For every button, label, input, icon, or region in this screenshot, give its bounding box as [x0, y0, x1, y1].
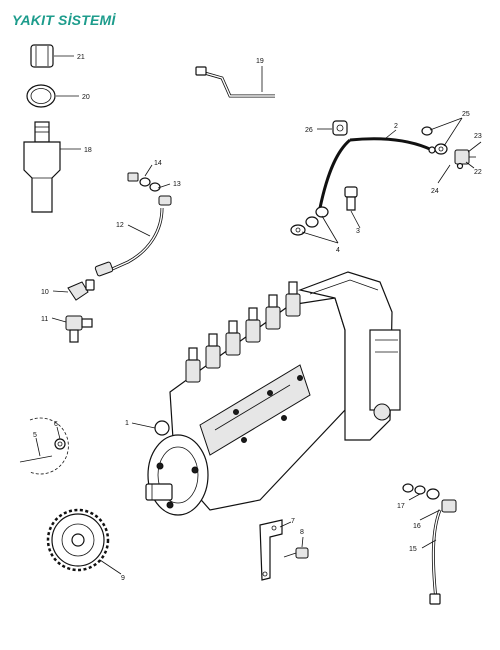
callout-21: 21: [77, 54, 85, 61]
leader-2: [385, 129, 397, 139]
leader-25b: [443, 117, 463, 147]
callout-23: 23: [474, 133, 482, 140]
leader-3: [350, 210, 361, 229]
callout-16: 16: [413, 523, 421, 530]
part-8-bolt: [283, 547, 309, 559]
part-12-13-14-hose: [94, 172, 172, 277]
leader-22: [465, 161, 475, 169]
callout-9: 9: [121, 575, 125, 582]
callout-6: 6: [54, 421, 58, 428]
part-15-16-17-pipe: [402, 483, 457, 605]
callout-7: 7: [291, 518, 295, 525]
part-20-ring: [26, 84, 56, 108]
callout-1: 1: [125, 420, 129, 427]
leader-23: [467, 141, 482, 153]
callout-17: 17: [397, 503, 405, 510]
leader-5: [35, 437, 41, 457]
leader-10: [52, 290, 69, 293]
callout-22: 22: [474, 169, 482, 176]
callout-25: 25: [462, 111, 470, 118]
leader-12: [127, 224, 151, 237]
part-22-23-fitting: [454, 149, 476, 170]
part-26-clamp: [332, 120, 348, 136]
leader-4a: [301, 231, 339, 244]
callout-14: 14: [154, 160, 162, 167]
part-18-injector: [23, 121, 61, 213]
part-3-banjo-bolt: [344, 186, 358, 211]
part-21-sleeve: [30, 44, 54, 68]
leader-11: [51, 317, 67, 323]
callout-15: 15: [409, 546, 417, 553]
part-5-6-detail: [19, 417, 69, 475]
callout-8: 8: [300, 529, 304, 536]
leader-8: [301, 536, 304, 548]
leader-13: [157, 183, 171, 189]
page-title: YAKIT SİSTEMİ: [12, 12, 116, 28]
leader-15: [421, 539, 437, 549]
callout-10: 10: [41, 289, 49, 296]
callout-20: 20: [82, 94, 90, 101]
leader-25a: [429, 117, 463, 131]
callout-26: 26: [305, 127, 313, 134]
part-25-washers: [421, 126, 448, 155]
callout-2: 2: [394, 123, 398, 130]
leader-14: [144, 164, 153, 177]
leader-4b: [321, 215, 339, 244]
leader-16: [419, 509, 441, 521]
callout-12: 12: [116, 222, 124, 229]
part-11-tee: [65, 315, 93, 343]
leader-24: [437, 164, 451, 184]
part-4-washers: [290, 206, 329, 236]
leader-7: [279, 521, 292, 528]
callout-4: 4: [336, 247, 340, 254]
callout-19: 19: [256, 58, 264, 65]
part-9-gear: [46, 508, 110, 572]
leader-6: [56, 426, 61, 440]
part-2-fuel-line: [318, 137, 436, 209]
part-19-pipe: [195, 66, 275, 98]
injection-pump: [145, 271, 401, 516]
callout-13: 13: [173, 181, 181, 188]
leader-17: [408, 493, 421, 501]
callout-3: 3: [356, 228, 360, 235]
callout-24: 24: [431, 188, 439, 195]
part-10-elbow: [67, 279, 95, 301]
callout-5: 5: [33, 432, 37, 439]
part-7-bracket: [259, 519, 283, 581]
callout-18: 18: [84, 147, 92, 154]
callout-11: 11: [41, 316, 48, 323]
leader-9: [99, 559, 122, 575]
pump-delivery-valves: [185, 281, 301, 383]
leader-1: [131, 422, 156, 429]
